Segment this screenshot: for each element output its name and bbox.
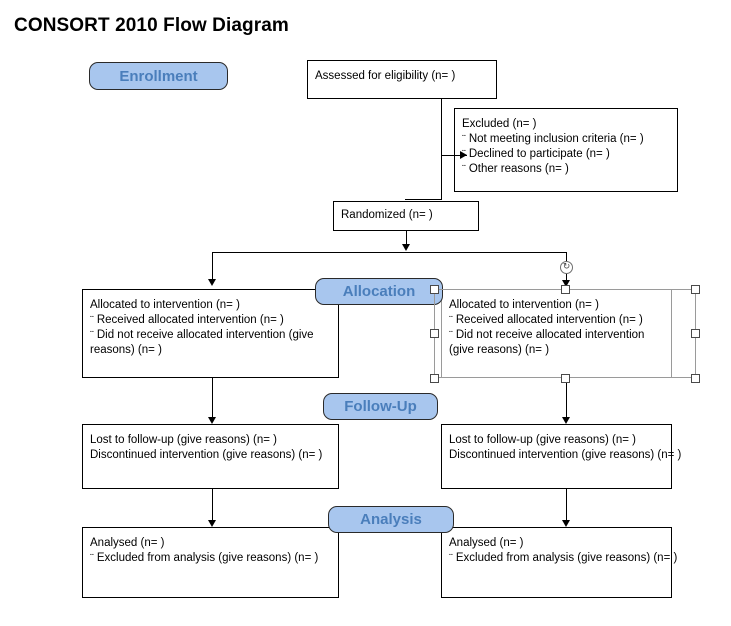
resize-handle-bottom-center[interactable] — [561, 374, 570, 383]
allocation-right-heading: Allocated to intervention (n= ) — [449, 299, 599, 311]
bullet-icon: ¨ — [462, 133, 466, 145]
resize-handle-middle-left[interactable] — [430, 329, 439, 338]
connector-assessed-to-randomized — [441, 99, 442, 199]
resize-handle-bottom-left[interactable] — [430, 374, 439, 383]
arrowhead-allocation-right — [562, 280, 570, 287]
box-randomized[interactable]: Randomized (n= ) — [333, 201, 479, 231]
box-analysis-right[interactable]: Analysed (n= ) ¨Excluded from analysis (… — [441, 527, 678, 598]
connector-allocation-split-horizontal — [212, 252, 567, 253]
bullet-icon: ¨ — [90, 552, 94, 564]
excluded-item-2: ¨Other reasons (n= ) — [462, 163, 569, 175]
resize-handle-top-left[interactable] — [430, 285, 439, 294]
connector-to-randomized-horizontal — [405, 199, 442, 200]
connector-split-left-down — [212, 252, 213, 282]
box-analysis-left[interactable]: Analysed (n= ) ¨Excluded from analysis (… — [82, 527, 339, 598]
excluded-item-1: ¨Declined to participate (n= ) — [462, 148, 610, 160]
connector-allocation-right-to-followup — [566, 378, 567, 422]
connector-followup-right-to-analysis — [566, 489, 567, 525]
box-assessed-for-eligibility[interactable]: Assessed for eligibility (n= ) — [307, 60, 497, 99]
arrowhead-randomized-split — [402, 244, 410, 251]
bullet-icon: ¨ — [462, 163, 466, 175]
connector-followup-left-to-analysis — [212, 489, 213, 525]
bullet-icon: ¨ — [449, 314, 453, 326]
bullet-icon: ¨ — [449, 552, 453, 564]
excluded-heading: Excluded (n= ) — [462, 118, 537, 130]
bullet-icon: ¨ — [90, 314, 94, 326]
arrowhead-followup-left — [208, 417, 216, 424]
box-excluded[interactable]: Excluded (n= ) ¨Not meeting inclusion cr… — [454, 108, 678, 192]
excluded-item-0: ¨Not meeting inclusion criteria (n= ) — [462, 133, 644, 145]
resize-handle-bottom-right[interactable] — [691, 374, 700, 383]
connector-allocation-left-to-followup — [212, 378, 213, 422]
selection-frame-allocation-right — [434, 289, 696, 378]
resize-handle-top-right[interactable] — [691, 285, 700, 294]
randomized-line-0: Randomized (n= ) — [341, 209, 433, 221]
followup-right-line-1: Discontinued intervention (give reasons)… — [449, 449, 682, 461]
allocation-right-item-0: ¨Received allocated intervention (n= ) — [449, 314, 643, 326]
box-followup-left[interactable]: Lost to follow-up (give reasons) (n= ) D… — [82, 424, 339, 489]
allocation-left-item-1: ¨Did not receive allocated intervention … — [90, 329, 314, 356]
connector-assessed-to-excluded-horizontal — [441, 155, 467, 156]
rotation-handle-icon[interactable]: ↻ — [560, 261, 573, 274]
arrowhead-allocation-left — [208, 279, 216, 286]
connector-randomized-down — [406, 231, 407, 248]
box-followup-right[interactable]: Lost to follow-up (give reasons) (n= ) D… — [441, 424, 682, 489]
arrowhead-analysis-right — [562, 520, 570, 527]
allocation-left-item-0: ¨Received allocated intervention (n= ) — [90, 314, 284, 326]
assessed-line-0: Assessed for eligibility (n= ) — [315, 70, 456, 82]
analysis-left-heading: Analysed (n= ) — [90, 537, 165, 549]
resize-handle-top-center[interactable] — [561, 285, 570, 294]
allocation-left-heading: Allocated to intervention (n= ) — [90, 299, 240, 311]
box-allocation-left[interactable]: Allocated to intervention (n= ) ¨Receive… — [82, 289, 339, 378]
page-title: CONSORT 2010 Flow Diagram — [14, 15, 289, 36]
allocation-right-item-1: ¨Did not receive allocated intervention … — [449, 329, 645, 356]
arrowhead-to-excluded — [460, 151, 467, 159]
banner-enrollment[interactable]: Enrollment — [89, 62, 228, 90]
banner-followup[interactable]: Follow-Up — [323, 393, 438, 420]
analysis-left-item-0: ¨Excluded from analysis (give reasons) (… — [90, 552, 319, 564]
bullet-icon: ¨ — [90, 329, 94, 341]
arrowhead-followup-right — [562, 417, 570, 424]
banner-analysis[interactable]: Analysis — [328, 506, 454, 533]
analysis-right-heading: Analysed (n= ) — [449, 537, 524, 549]
followup-left-line-0: Lost to follow-up (give reasons) (n= ) — [90, 434, 277, 446]
followup-right-line-0: Lost to follow-up (give reasons) (n= ) — [449, 434, 636, 446]
bullet-icon: ¨ — [449, 329, 453, 341]
banner-allocation[interactable]: Allocation — [315, 278, 443, 305]
followup-left-line-1: Discontinued intervention (give reasons)… — [90, 449, 323, 461]
resize-handle-middle-right[interactable] — [691, 329, 700, 338]
arrowhead-analysis-left — [208, 520, 216, 527]
analysis-right-item-0: ¨Excluded from analysis (give reasons) (… — [449, 552, 678, 564]
